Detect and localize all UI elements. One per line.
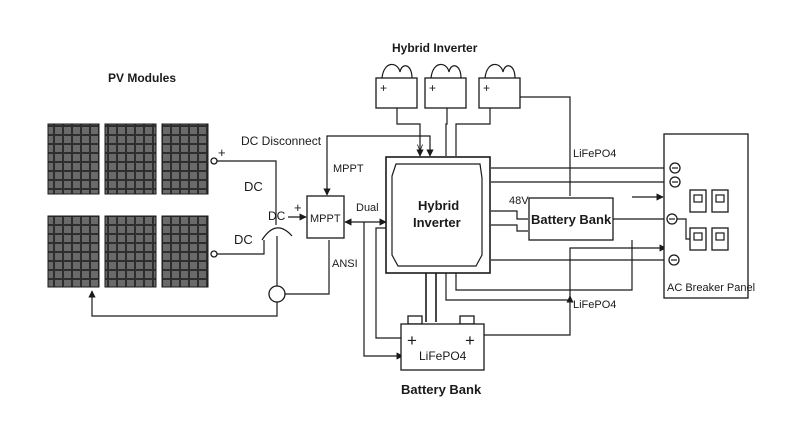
ac-breaker-panel-frame: [663, 133, 749, 299]
breaker-switch-3-lever: [693, 232, 703, 241]
top-battery-group: + + +: [375, 63, 521, 109]
breaker-switch-1: [689, 189, 707, 213]
wire-top-battery-3-right: [520, 96, 571, 196]
breaker-bus-wire: [677, 218, 690, 240]
top-battery-2-plus: +: [429, 81, 436, 95]
wire-ac-lower-1: [455, 240, 633, 291]
pv-array-upper: [47, 123, 209, 195]
wire-top-battery-1: [396, 108, 424, 157]
terminal-upper: [210, 157, 218, 165]
dc-label-switch: DC: [268, 209, 286, 223]
pv-panel: [161, 215, 209, 288]
v48-label: 48V: [509, 195, 529, 207]
breaker-switch-3: [689, 227, 707, 251]
breaker-switch-4: [711, 227, 729, 251]
dual-label: Dual: [356, 202, 379, 214]
wire-pv-upper: [217, 160, 277, 225]
dc-disconnect-label: DC Disconnect: [241, 134, 322, 148]
pv-modules-title: PV Modules: [108, 71, 176, 85]
bottom-battery-plus-left: +: [407, 331, 417, 350]
dc-label-upper: DC: [244, 179, 263, 194]
top-battery-2-cable: [430, 63, 462, 79]
wire-ac-lower-2: [445, 244, 667, 301]
pv-panel: [161, 123, 209, 195]
top-battery-1-plus: +: [380, 81, 387, 95]
top-battery-3: [478, 77, 521, 109]
inverter-v-mark: V: [417, 143, 423, 153]
battery-bank-bottom: + + LiFePO4: [400, 273, 485, 371]
ground-meter-circle: [268, 285, 286, 303]
pv-panel: [104, 215, 157, 288]
wire-top-battery-2: [445, 108, 448, 156]
wire-mppt-top: [323, 135, 434, 196]
bottom-battery-terminal-left: [407, 315, 423, 325]
bottom-battery-chemistry: LiFePO4: [419, 349, 467, 363]
battery-bank-bottom-label: Battery Bank: [401, 382, 482, 397]
breaker-switch-2: [711, 189, 729, 213]
lifepo4-lower-label: LiFePO4: [573, 299, 616, 311]
pv-panel: [47, 123, 100, 195]
top-battery-2: [424, 77, 467, 109]
wire-meter-to-mppt: [285, 240, 330, 295]
mppt-box-label: MPPT: [310, 213, 341, 225]
terminal-lower: [210, 250, 218, 258]
hybrid-inverter-inner: [391, 163, 483, 267]
top-battery-3-cable: [484, 63, 516, 79]
breaker-switch-2-lever: [715, 194, 725, 203]
wire-inverter-left-lower: [375, 227, 402, 339]
wire-pv-lower: [217, 240, 265, 255]
wire-inverter-to-battery-left: [363, 222, 404, 360]
wire-top-battery-3: [455, 108, 491, 156]
wire-battery-bottom-right: [484, 295, 574, 336]
hybrid-inverter-outer: [385, 156, 491, 274]
pv-array-lower: [47, 215, 209, 288]
bottom-battery-body: [400, 323, 485, 371]
wire-meter-return: [88, 290, 278, 317]
hybrid-inverter-top-title: Hybrid Inverter: [392, 41, 478, 55]
plus-sign-mppt: +: [294, 200, 302, 215]
pv-panel: [47, 215, 100, 288]
bottom-battery-plus-right: +: [465, 331, 475, 350]
hybrid-inverter: Hybrid Inverter V: [385, 143, 491, 274]
ac-breaker-panel-label: AC Breaker Panel: [667, 282, 755, 294]
battery-bank-right-label: Battery Bank: [531, 212, 612, 227]
ac-breaker-panel: AC Breaker Panel: [663, 133, 755, 299]
lifepo4-upper-label: LiFePO4: [573, 148, 616, 160]
mppt-upper-label: MPPT: [333, 163, 364, 175]
top-battery-3-plus: +: [483, 81, 490, 95]
breaker-switch-4-lever: [715, 232, 725, 241]
pv-panel: [104, 123, 157, 195]
top-battery-1-cable: [381, 63, 413, 79]
plus-sign-upper: +: [218, 145, 226, 160]
mppt-box: [306, 195, 345, 239]
dc-disconnect-switch: [261, 227, 293, 241]
breaker-switch-1-lever: [693, 194, 703, 203]
inverter-label-line1: Hybrid: [418, 198, 459, 213]
top-battery-1: [375, 77, 418, 109]
inverter-label-line2: Inverter: [413, 215, 461, 230]
ansi-label: ANSI: [332, 258, 358, 270]
wire-inverter-battery-48v-a: [491, 210, 528, 220]
bottom-battery-terminal-right: [459, 315, 475, 325]
battery-bank-right: [528, 197, 614, 241]
wire-inverter-battery-48v-b: [491, 224, 528, 232]
dc-label-lower: DC: [234, 232, 253, 247]
